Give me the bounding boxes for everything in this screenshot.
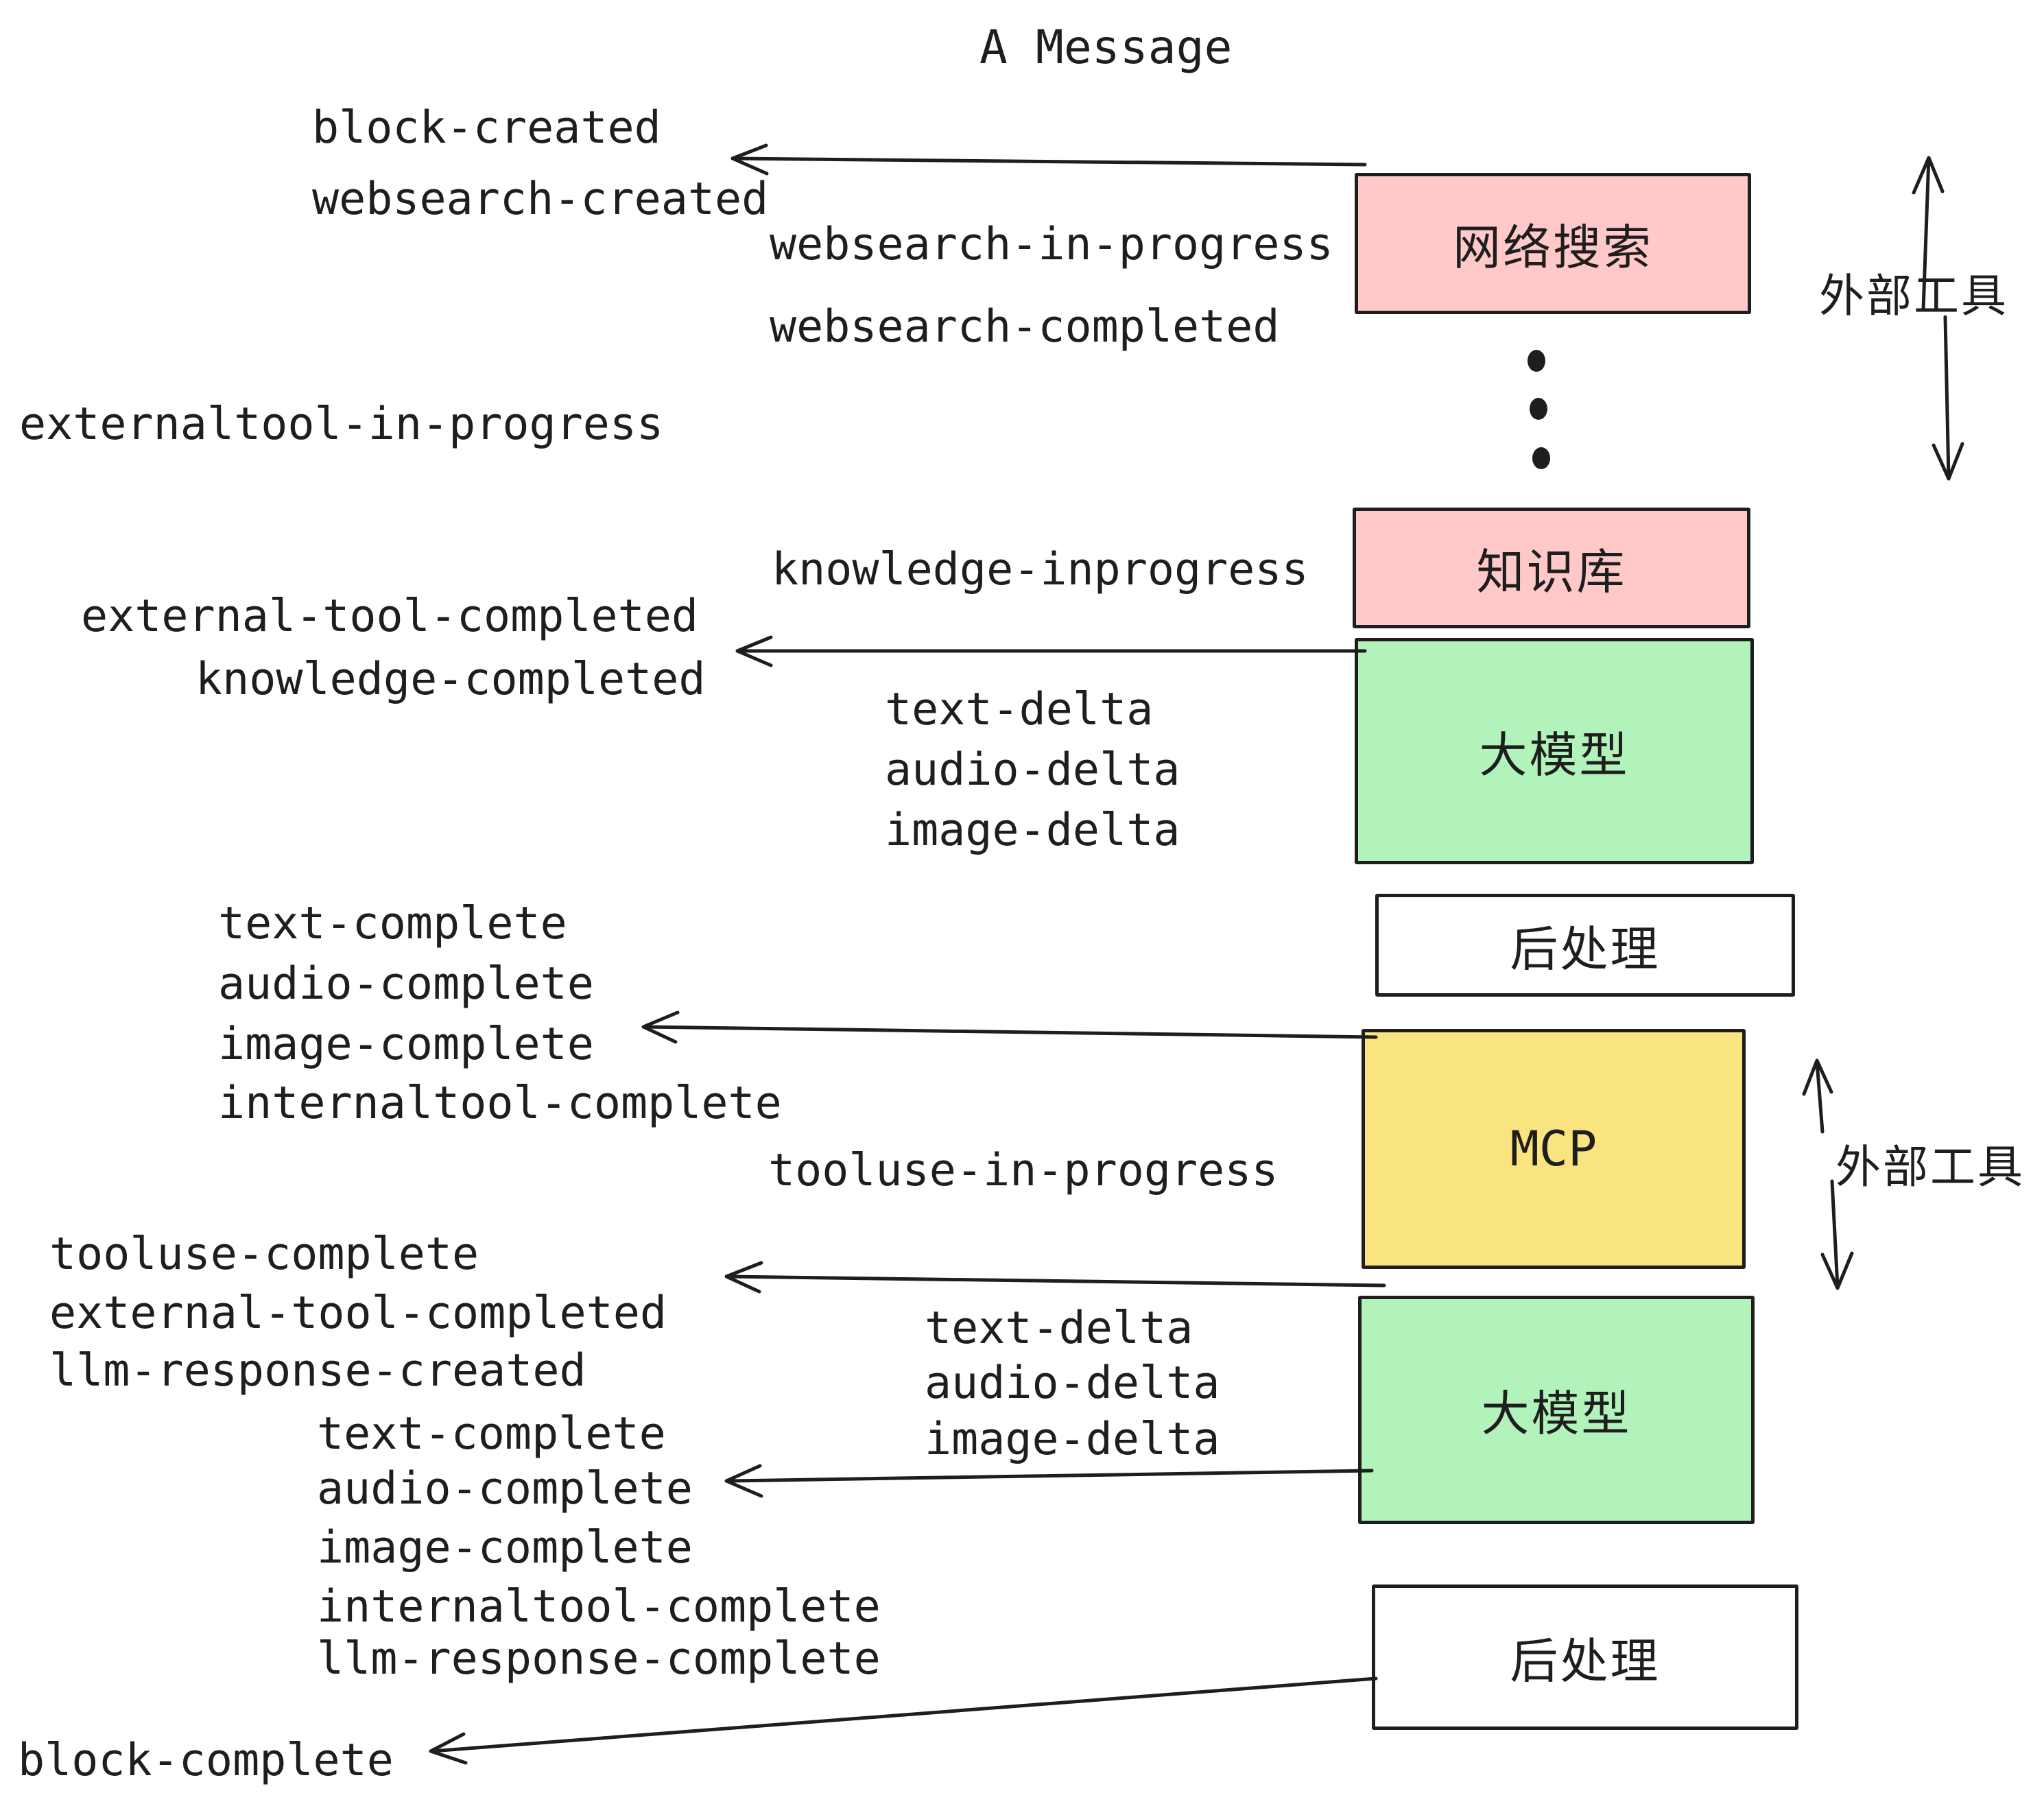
event-audio-complete-1: audio-complete bbox=[218, 958, 594, 1010]
arrow-to-block-complete bbox=[429, 1676, 1378, 1765]
event-websearch-in-progress: websearch-in-progress bbox=[770, 219, 1333, 270]
event-tooluse-complete: tooluse-complete bbox=[49, 1229, 479, 1280]
event-audio-delta-2: audio-delta bbox=[925, 1357, 1220, 1409]
event-image-complete-1: image-complete bbox=[218, 1019, 594, 1070]
event-tooluse-in-progress: tooluse-in-progress bbox=[768, 1145, 1279, 1196]
event-image-delta-2: image-delta bbox=[925, 1414, 1220, 1465]
diagram-title: A Message bbox=[979, 21, 1233, 75]
event-knowledge-inprogress: knowledge-inprogress bbox=[772, 544, 1309, 595]
knowledge-base-box: 知识库 bbox=[1353, 508, 1750, 628]
event-external-tool-completed-1: external-tool-completed bbox=[81, 591, 699, 642]
event-image-delta-1: image-delta bbox=[885, 805, 1180, 856]
postprocess-box-1: 后处理 bbox=[1375, 894, 1795, 997]
arrow-to-image-complete-1 bbox=[641, 1010, 1378, 1044]
llm-box-1-label: 大模型 bbox=[1479, 726, 1630, 783]
knowledge-base-box-label: 知识库 bbox=[1476, 543, 1627, 600]
ellipsis-dots bbox=[1528, 350, 1550, 469]
event-internaltool-complete-1: internaltool-complete bbox=[218, 1078, 782, 1129]
mcp-box: MCP bbox=[1362, 1029, 1746, 1269]
arrow-to-knowledge-completed bbox=[735, 635, 1367, 667]
llm-box-2: 大模型 bbox=[1358, 1296, 1755, 1524]
event-image-complete-2: image-complete bbox=[317, 1522, 693, 1574]
arrow-to-audio-complete-2 bbox=[724, 1464, 1374, 1498]
event-text-delta-1: text-delta bbox=[885, 684, 1154, 735]
event-block-created: block-created bbox=[312, 102, 661, 154]
event-external-tool-completed-2: external-tool-completed bbox=[49, 1287, 667, 1339]
event-block-complete: block-complete bbox=[18, 1735, 394, 1786]
event-audio-complete-2: audio-complete bbox=[317, 1463, 693, 1515]
external-tools-label-bottom: 外部工具 bbox=[1835, 1141, 2025, 1194]
event-websearch-created: websearch-created bbox=[312, 174, 769, 225]
postprocess-box-1-label: 后处理 bbox=[1510, 921, 1661, 977]
event-audio-delta-1: audio-delta bbox=[885, 744, 1180, 796]
event-externaltool-in-progress: externaltool-in-progress bbox=[19, 399, 664, 450]
external-tools-bottom-down-arrow bbox=[1820, 1179, 1854, 1290]
external-tools-bottom-up-arrow bbox=[1802, 1058, 1833, 1134]
event-llm-response-created: llm-response-created bbox=[49, 1345, 586, 1397]
event-knowledge-completed: knowledge-completed bbox=[195, 654, 706, 705]
event-llm-response-complete: llm-response-complete bbox=[317, 1633, 881, 1685]
postprocess-box-2-label: 后处理 bbox=[1510, 1633, 1661, 1689]
arrow-to-websearch-created bbox=[730, 143, 1367, 176]
llm-box-2-label: 大模型 bbox=[1481, 1386, 1632, 1442]
arrow-to-tooluse-complete bbox=[724, 1261, 1386, 1294]
event-websearch-completed: websearch-completed bbox=[770, 301, 1280, 353]
external-tools-label-top: 外部工具 bbox=[1819, 270, 2008, 322]
websearch-box-label: 网络搜索 bbox=[1453, 219, 1653, 276]
event-internaltool-complete-2: internaltool-complete bbox=[317, 1581, 881, 1633]
event-text-delta-2: text-delta bbox=[925, 1303, 1193, 1354]
event-text-complete-1: text-complete bbox=[218, 898, 567, 949]
postprocess-box-2: 后处理 bbox=[1372, 1585, 1798, 1730]
external-tools-top-down-arrow bbox=[1932, 315, 1964, 481]
mcp-box-label: MCP bbox=[1510, 1121, 1597, 1177]
websearch-box: 网络搜索 bbox=[1355, 173, 1751, 314]
event-text-complete-2: text-complete bbox=[317, 1408, 666, 1460]
llm-box-1: 大模型 bbox=[1355, 638, 1754, 864]
